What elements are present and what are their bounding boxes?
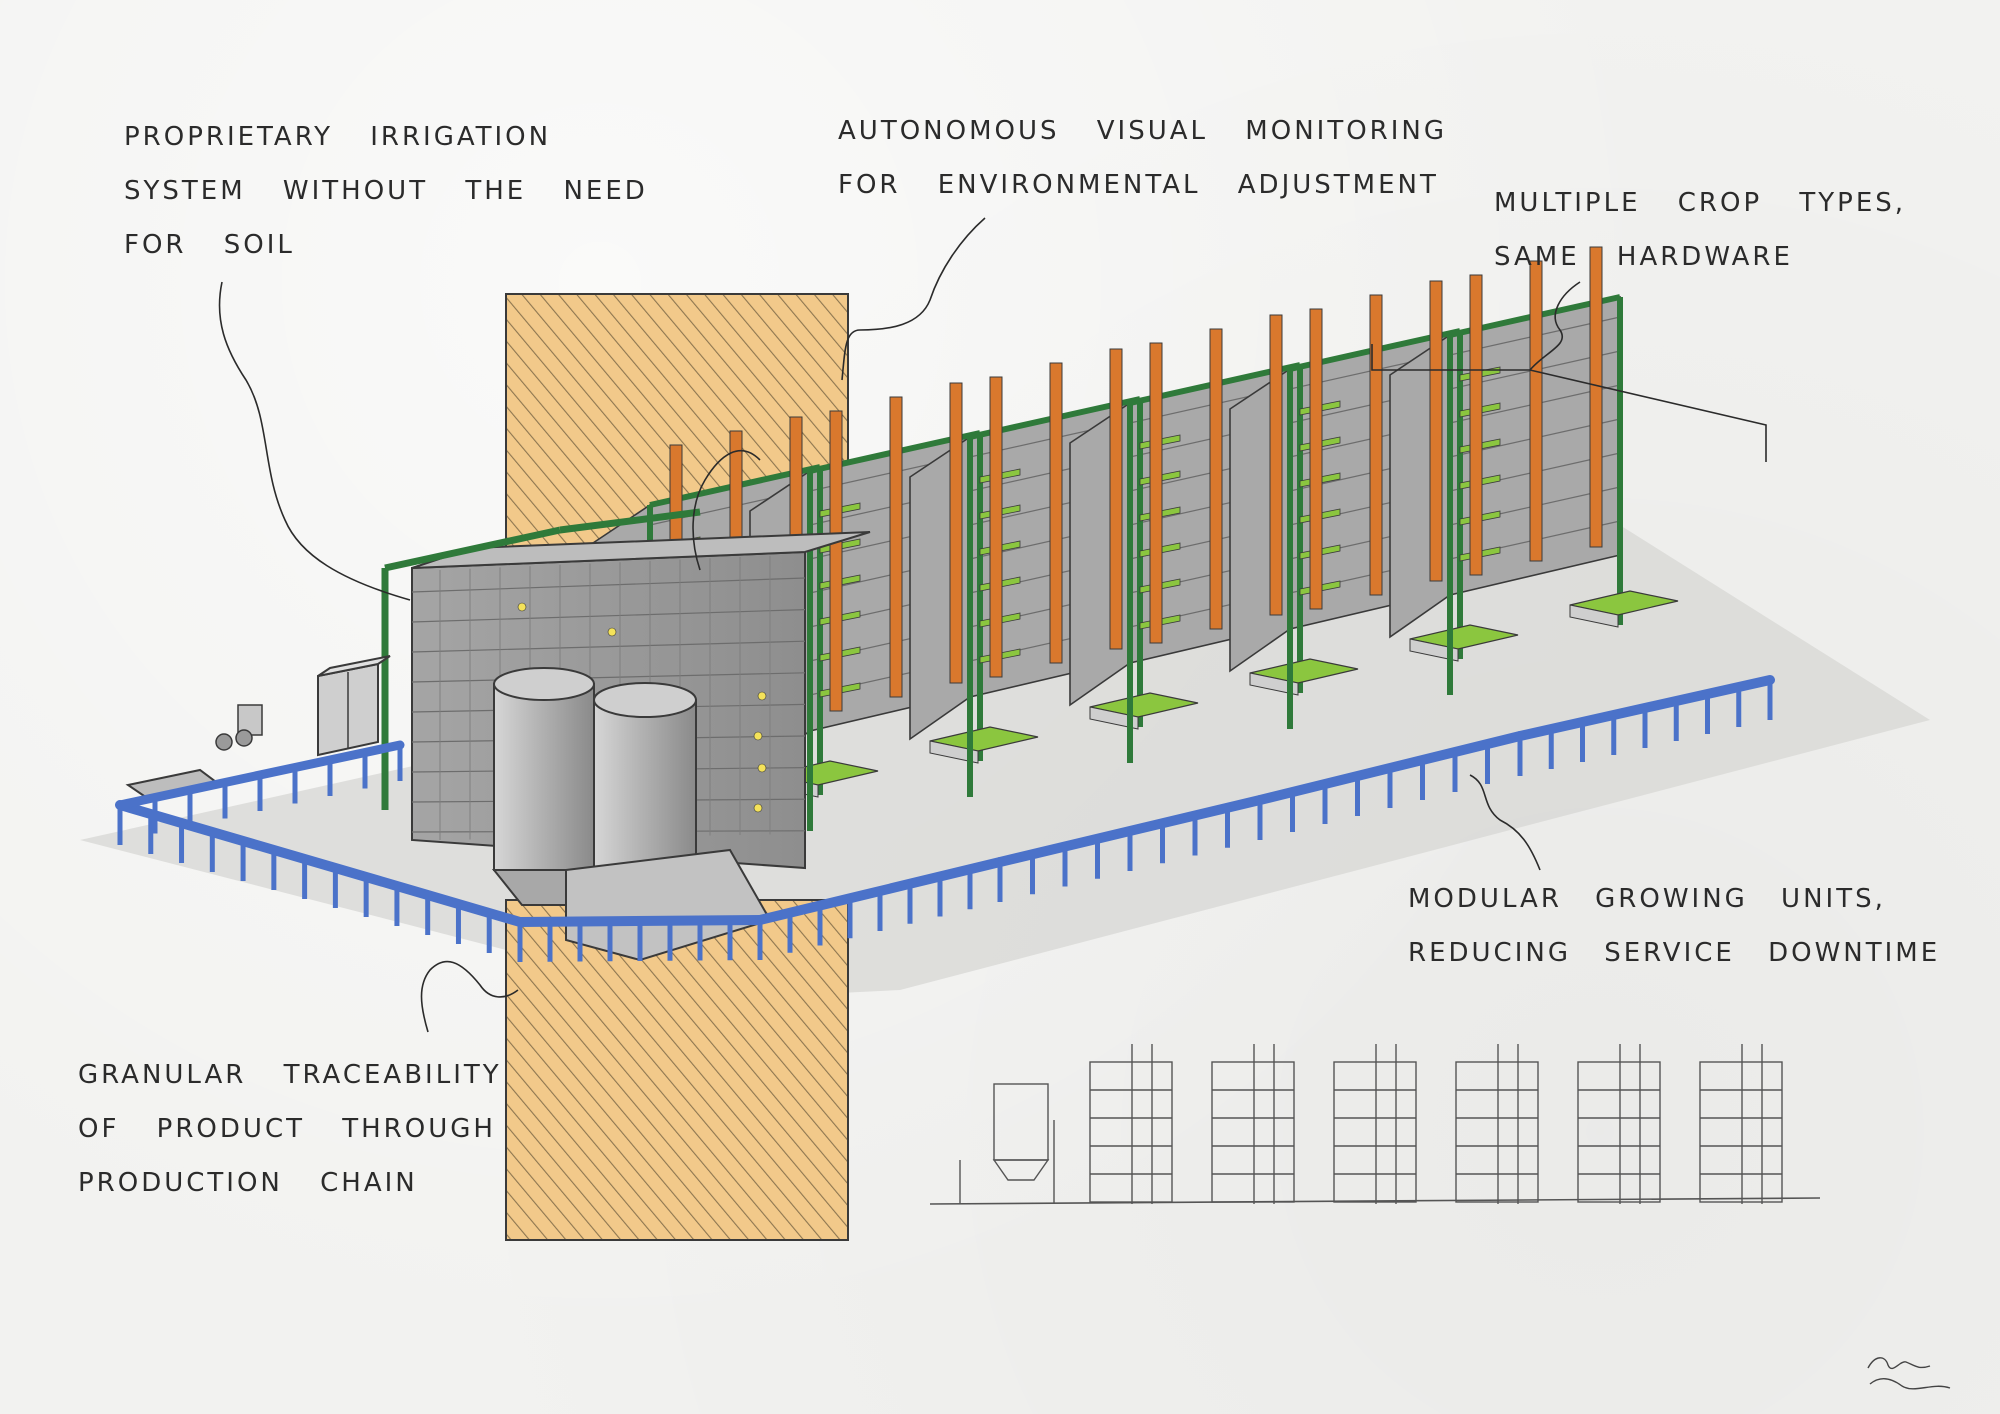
conveyor-rail [1255, 731, 1525, 805]
electrical-cabinet [317, 655, 391, 757]
annotation-modular-line-1: Modular growing units, [1408, 884, 1886, 914]
orange-beam [949, 382, 963, 684]
silos [491, 667, 772, 962]
front-frame [381, 508, 701, 810]
annotation-traceability-line-1: Granular traceability [78, 1060, 502, 1090]
plant-tray-side [1249, 672, 1299, 696]
elevation-rack [1455, 1061, 1539, 1203]
housing-panel-line [411, 640, 806, 653]
elevation-ground-line [929, 1197, 1821, 1205]
elevation-silo [993, 1083, 1049, 1161]
plant-tray-side [1569, 604, 1619, 628]
annotation-crops-line-1: Multiple crop types, [1494, 188, 1907, 218]
silo-left [491, 667, 597, 906]
elevation-rack [1211, 1061, 1295, 1203]
leader-lines [218, 217, 1767, 1033]
conveyor-rail [115, 800, 525, 927]
orange-beam [1369, 294, 1383, 596]
conveyor-rail [515, 915, 765, 927]
orange-beam [829, 410, 843, 712]
indicator-light [757, 763, 767, 773]
leader-irrigation-branch [692, 449, 761, 571]
indicator-light [753, 731, 763, 741]
annotation-monitoring-line-2: for environmental adjustment [838, 170, 1439, 200]
annotation-crops-line-2: same hardware [1494, 242, 1793, 272]
elevation-sketch [929, 1044, 1821, 1205]
annotation-traceability-line-2: of product through [78, 1114, 496, 1144]
elevation-silo-hopper [992, 1159, 1050, 1181]
annotation-irrigation: Proprietary irrigation system without th… [124, 110, 648, 272]
conveyor-rail [995, 795, 1265, 867]
orange-beam [1109, 348, 1123, 650]
plant-tray-side [1089, 706, 1139, 730]
leader-irrigation [218, 281, 411, 601]
housing-panel-line [411, 609, 806, 623]
leader-modular [1469, 774, 1541, 871]
elevation-rack [1699, 1061, 1783, 1203]
indicator-light [757, 691, 767, 701]
housing-panel-line [411, 577, 806, 593]
plant-tray-side [1409, 638, 1459, 662]
orange-beam [1049, 362, 1063, 664]
housing-panel-line [411, 672, 806, 683]
conveyor-rail [755, 857, 1005, 925]
plant-tray-side [929, 740, 979, 764]
leader-monitoring [841, 217, 986, 381]
leader-traceability [420, 960, 519, 1033]
signature-mark [1867, 1357, 1951, 1390]
annotation-traceability-line-3: production chain [78, 1168, 418, 1198]
orange-beam [1589, 246, 1603, 548]
elevation-rack [1333, 1061, 1417, 1203]
orange-beam [1269, 314, 1283, 616]
indicator-light [517, 602, 527, 612]
annotation-modular-line-2: reducing service downtime [1408, 938, 1941, 968]
annotation-irrigation-line-2: system without the need [124, 176, 648, 206]
conveyor-rail [1515, 675, 1775, 741]
annotation-monitoring-line-1: Autonomous visual monitoring [838, 116, 1447, 146]
orange-beam [1529, 260, 1543, 562]
orange-beam [1309, 308, 1323, 610]
orange-beam [889, 396, 903, 698]
annotation-irrigation-line-3: for soil [124, 230, 295, 260]
annotation-crops: Multiple crop types, same hardware [1494, 176, 1906, 284]
elevation-rack [1577, 1061, 1661, 1203]
orange-beam [1469, 274, 1483, 576]
accent-band-bottom [505, 899, 849, 1241]
orange-beam [1429, 280, 1443, 582]
blue-conveyor [115, 675, 1775, 962]
annotation-modular: Modular growing units, reducing service … [1408, 872, 1940, 980]
conveyor-rail-back [115, 740, 405, 810]
silo-base-equipment [565, 848, 772, 962]
orange-beam [1209, 328, 1223, 630]
indicator-light [753, 803, 763, 813]
annotation-monitoring: Autonomous visual monitoring for environ… [838, 104, 1447, 212]
annotation-traceability: Granular traceability of product through… [78, 1048, 502, 1210]
annotation-irrigation-line-1: Proprietary irrigation [124, 122, 552, 152]
housing-indicator-lights [517, 602, 767, 813]
indicator-light [607, 627, 617, 637]
orange-beam [989, 376, 1003, 678]
leader-crops [1529, 281, 1581, 371]
orange-beam [1149, 342, 1163, 644]
elevation-rack [1089, 1061, 1173, 1203]
